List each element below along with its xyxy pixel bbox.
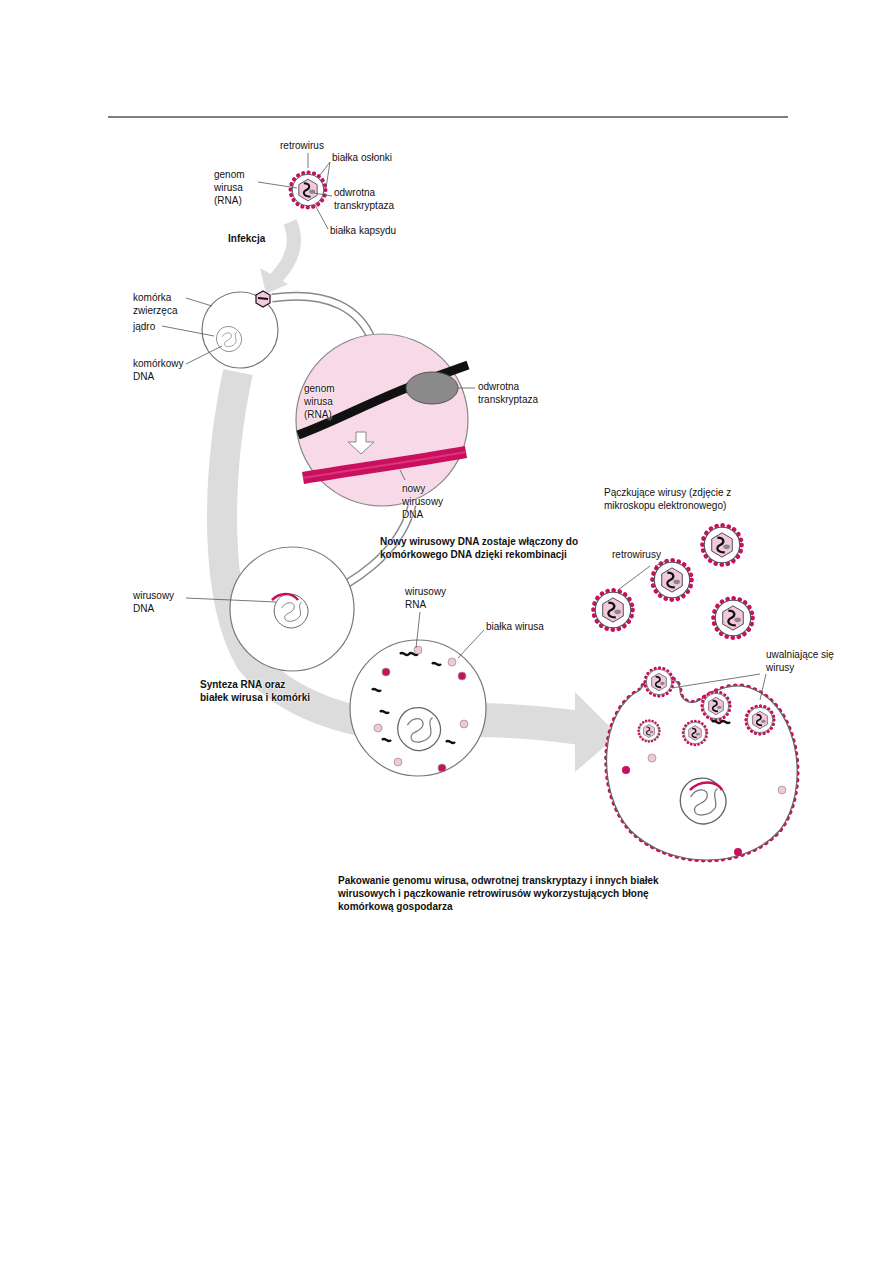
part-label: odwrotna transkryptaza (478, 380, 558, 406)
part-label: białka wirusa (486, 620, 560, 633)
part-label: białka osłonki (332, 151, 412, 164)
part-label: retrowirusy (612, 548, 682, 561)
part-label: uwalniające się wirusy (766, 648, 840, 674)
step-heading: Pakowanie genomu wirusa, odwrotnej trans… (338, 874, 698, 913)
photo-note: Pączkujące wirusy (zdjęcie z mikroskopu … (604, 486, 764, 512)
step-heading: Infekcja (228, 232, 288, 245)
part-label: wirusowy RNA (405, 585, 455, 611)
part-label: retrowirus (280, 139, 350, 152)
part-label: odwrotna transkryptaza (334, 186, 406, 212)
part-label: genom wirusa (RNA) (214, 168, 258, 207)
part-label: białka kapsydu (330, 224, 410, 237)
part-label: nowy wirusowy DNA (402, 482, 454, 521)
part-label: jądro (133, 320, 173, 333)
part-label: genom wirusa (RNA) (304, 382, 348, 421)
part-label: komórkowy DNA (133, 357, 189, 383)
part-label: komórka zwierzęca (133, 291, 189, 317)
step-heading: Synteza RNA oraz białek wirusa i komórki (200, 678, 316, 704)
step-heading: Nowy wirusowy DNA zostaje włączony do ko… (380, 535, 580, 561)
part-label: wirusowy DNA (133, 589, 187, 615)
